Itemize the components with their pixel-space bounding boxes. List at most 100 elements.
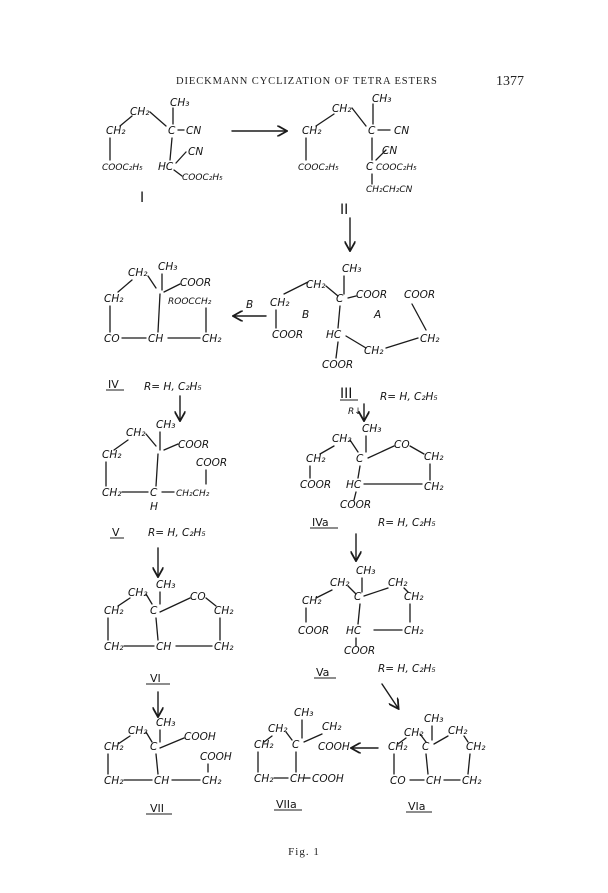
atom-ch2: CH₂ xyxy=(270,297,290,309)
label-VIIa: VIIa xyxy=(276,798,297,811)
atom-ch2: CH₂ xyxy=(306,279,326,291)
bond-line xyxy=(275,275,427,359)
bond-line xyxy=(107,729,209,781)
arrow-label-b: B xyxy=(246,299,253,311)
atom-roocch2: ROOCCH₂ xyxy=(168,297,212,307)
atom-ch2: CH₂ xyxy=(102,449,122,461)
atom-c: C xyxy=(366,161,374,173)
figure-caption: Fig. 1 xyxy=(288,846,320,858)
atom-ch2: CH₂ xyxy=(268,723,288,735)
atom-ch2: CH₂ xyxy=(128,587,148,599)
atom-ch2: CH₂ xyxy=(126,427,146,439)
atom-ch2: CH₂ xyxy=(128,267,148,279)
atom-c: C xyxy=(336,293,344,305)
atom-ch2: CH₂ xyxy=(448,725,468,737)
atom-ch2: CH₂ xyxy=(404,591,424,603)
atom-coor: COOR xyxy=(356,289,387,301)
arrow-down-right xyxy=(381,683,398,708)
atom-ch3: CH₃ xyxy=(170,97,189,109)
atom-h: H xyxy=(150,501,158,513)
atom-ch3: CH₃ xyxy=(362,423,381,435)
compound-VIIa: CH₂ CH₃ CH₂ CH₂ C COOH CH₂ CH COOH VIIa xyxy=(254,707,350,811)
atom-ch2: CH₂ xyxy=(466,741,486,753)
atom-ch2: CH₂ xyxy=(104,641,124,653)
atom-cooc2h5: COOC₂H₅ xyxy=(102,163,143,173)
atom-cn: CN xyxy=(188,146,203,158)
atom-hc: HC xyxy=(346,625,362,637)
atom-ch2: CH₂ xyxy=(104,741,124,753)
bond-line xyxy=(109,107,187,177)
compound-VII: CH₂ CH₃ COOH CH₂ C COOH CH₂ CH CH₂ VII xyxy=(104,717,232,815)
atom-c: C xyxy=(368,125,376,137)
atom-ch2: CH₂ xyxy=(104,605,124,617)
atom-ch2: CH₂ xyxy=(332,103,352,115)
atom-ch2: CH₂ xyxy=(104,775,124,787)
atom-ch2: CH₂ xyxy=(420,333,440,345)
running-head: DIECKMANN CYCLIZATION OF TETRA ESTERS 13… xyxy=(0,74,608,96)
r-definition: R= H, C₂H₅ xyxy=(380,391,438,403)
bond-line xyxy=(309,435,431,501)
atom-ch2: CH₂ xyxy=(254,773,274,785)
atom-c: C xyxy=(150,487,158,499)
compound-IV: CH₂ CH₃ COOR CH₂ ROOCCH₂ CO CH CH₂ IV R=… xyxy=(104,261,222,393)
atom-ch2: CH₂ xyxy=(404,727,424,739)
atom-ch3: CH₃ xyxy=(294,707,313,719)
compound-VI: CH₂ CH₃ CO CH₂ C CH₂ CH₂ CH CH₂ VI xyxy=(104,579,234,685)
atom-c: C xyxy=(292,739,300,751)
bond-line xyxy=(257,719,323,779)
label-II: II xyxy=(340,202,348,218)
atom-ch2: CH₂ xyxy=(424,451,444,463)
running-title: DIECKMANN CYCLIZATION OF TETRA ESTERS xyxy=(176,76,438,87)
atom-ch2: CH₂ xyxy=(388,577,408,589)
ring-b: B xyxy=(302,309,309,321)
r-arrow-label: R↓ xyxy=(348,407,362,417)
compound-V: CH₂ CH₃ CH₂ COOR COOR CH₂ C H CH₂CH₂ V R… xyxy=(102,419,227,539)
atom-co: CO xyxy=(190,591,206,603)
label-VIa: VIa xyxy=(408,800,426,813)
atom-cooh: COOH xyxy=(318,741,350,753)
atom-ch2: CH₂ xyxy=(202,333,222,345)
atom-ch3: CH₃ xyxy=(424,713,443,725)
bond-line xyxy=(107,591,221,647)
atom-ch: CH xyxy=(290,773,305,785)
label-VII: VII xyxy=(150,802,164,815)
compound-Va: CH₂ CH₃ CH₂ CH₂ C CH₂ COOR HC CH₂ COOR V… xyxy=(298,565,436,679)
atom-ch2: CH₂ xyxy=(330,577,350,589)
atom-ch2: CH₂ xyxy=(322,721,342,733)
compound-VIa: CH₂ CH₃ CH₂ CH₂ C CH₂ CO CH CH₂ VIa xyxy=(388,713,486,813)
compound-II: CH₂ CH₃ CH₂ C CN CN COOC₂H₅ C COOC₂H₅ CH… xyxy=(298,93,417,218)
atom-cooh: COOH xyxy=(200,751,232,763)
atom-ch2ch2: CH₂CH₂ xyxy=(176,489,210,499)
compound-I: CH₂ CH₃ CH₂ C CN CN COOC₂H₅ HC COOC₂H₅ I xyxy=(102,97,223,206)
atom-cooh: COOH xyxy=(312,773,344,785)
atom-cooc2h5: COOC₂H₅ xyxy=(182,173,223,183)
r-definition: R= H, C₂H₅ xyxy=(144,381,202,393)
atom-cn: CN xyxy=(394,125,409,137)
atom-coor: COOR xyxy=(322,359,353,371)
atom-cn: CN xyxy=(186,125,201,137)
atom-ch2: CH₂ xyxy=(388,741,408,753)
atom-co: CO xyxy=(104,333,120,345)
atom-ch3: CH₃ xyxy=(156,419,175,431)
atom-coor: COOR xyxy=(180,277,211,289)
atom-hc: HC xyxy=(346,479,362,491)
compound-IVa: CH₂ CH₃ CO CH₂ C CH₂ COOR HC CH₂ COOR IV… xyxy=(300,423,444,529)
r-definition: R= H, C₂H₅ xyxy=(378,663,436,675)
atom-ch3: CH₃ xyxy=(342,263,361,275)
atom-coor: COOR xyxy=(178,439,209,451)
atom-cooc2h5: COOC₂H₅ xyxy=(298,163,339,173)
bond-line xyxy=(393,725,471,781)
atom-ch3: CH₃ xyxy=(158,261,177,273)
atom-ch2: CH₂ xyxy=(104,293,124,305)
atom-co: CO xyxy=(390,775,406,787)
bond-line xyxy=(105,431,207,493)
atom-coor: COOR xyxy=(340,499,371,511)
atom-ch2: CH₂ xyxy=(306,453,326,465)
atom-co: CO xyxy=(394,439,410,451)
atom-ch2: CH₂ xyxy=(364,345,384,357)
atom-ch2: CH₂ xyxy=(332,433,352,445)
atom-ch3: CH₃ xyxy=(356,565,375,577)
atom-coor: COOR xyxy=(404,289,435,301)
atom-ch: CH xyxy=(156,641,171,653)
